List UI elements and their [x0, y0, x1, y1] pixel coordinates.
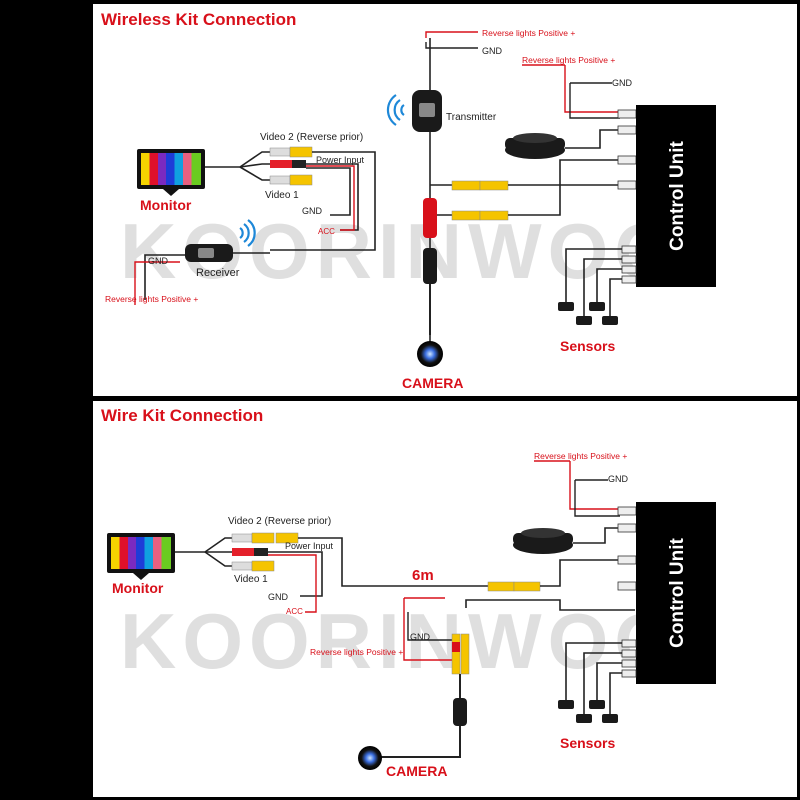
- camera-label: CAMERA: [386, 763, 447, 779]
- acc-label: ACC: [318, 227, 335, 236]
- camera-icon: [417, 341, 443, 367]
- gnd-label: GND: [302, 206, 323, 216]
- cu-gnd-label: GND: [608, 474, 629, 484]
- video1-label: Video 1: [234, 574, 268, 585]
- cam-reverse-label: Reverse lights Positive +: [310, 647, 403, 657]
- cu-gnd-label: GND: [612, 78, 633, 88]
- watermark: KOORINWOO: [120, 597, 681, 685]
- panel-title: Wireless Kit Connection: [101, 10, 296, 29]
- monitor-label: Monitor: [112, 580, 164, 596]
- monitor-icon: [137, 149, 205, 196]
- acc-label: ACC: [286, 607, 303, 616]
- receiver-gnd-label: GND: [148, 256, 169, 266]
- power-input-label: Power Input: [285, 541, 334, 551]
- receiver-reverse-label: Reverse lights Positive +: [105, 294, 198, 304]
- receiver-label: Receiver: [196, 267, 240, 279]
- video2-label: Video 2 (Reverse prior): [228, 516, 331, 527]
- monitor-icon: [107, 533, 175, 580]
- control-unit-box: [636, 105, 716, 287]
- sensor-icon: [558, 302, 618, 325]
- panel-title: Wire Kit Connection: [101, 406, 263, 425]
- cam-gnd-label: GND: [410, 632, 431, 642]
- video1-label: Video 1: [265, 190, 299, 201]
- control-unit-label: Control Unit: [667, 537, 688, 647]
- cu-reverse-label: Reverse lights Positive +: [534, 451, 627, 461]
- tx-reverse-label: Reverse lights Positive +: [482, 28, 575, 38]
- power-input-label: Power Input: [316, 155, 365, 165]
- cu-reverse-label: Reverse lights Positive +: [522, 55, 615, 65]
- camera-label: CAMERA: [402, 375, 463, 391]
- sensor-icon: [558, 700, 618, 723]
- wifi-icon: [239, 219, 256, 247]
- sensors-label: Sensors: [560, 735, 615, 751]
- tx-gnd-label: GND: [482, 46, 503, 56]
- wifi-icon: [386, 94, 405, 126]
- transmitter-label: Transmitter: [446, 112, 497, 123]
- control-unit-label: Control Unit: [667, 140, 688, 250]
- monitor-label: Monitor: [140, 197, 192, 213]
- gnd-label: GND: [268, 592, 289, 602]
- camera-icon: [358, 746, 382, 770]
- cable-length-label: 6m: [412, 567, 434, 584]
- sensors-label: Sensors: [560, 338, 615, 354]
- control-unit-box: [636, 502, 716, 684]
- video2-label: Video 2 (Reverse prior): [260, 132, 363, 143]
